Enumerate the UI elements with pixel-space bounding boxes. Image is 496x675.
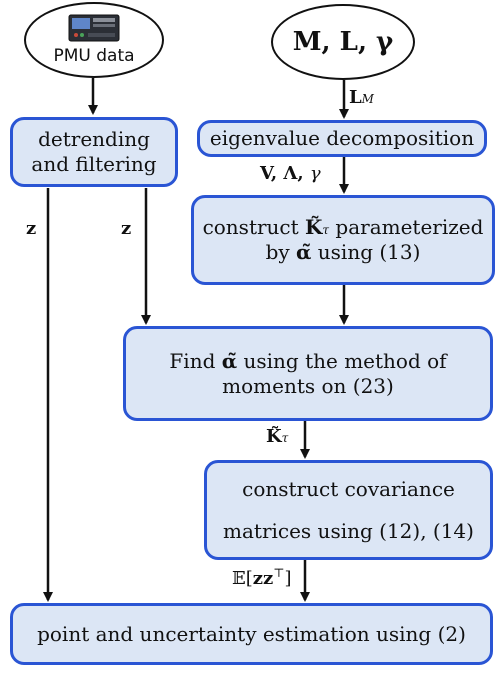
find-alpha-post: using the method of [237,348,447,373]
detrend-line-2: and filtering [31,152,157,176]
find-alpha-pre: Find [169,348,222,373]
pmu-data-node: PMU data [24,2,164,78]
expect-open: 𝔼[ [232,568,253,589]
eigen-decomp-box: eigenvalue decomposition [197,120,487,157]
z-mid-label: z [121,218,132,239]
k-tilde-edge-symbol: K̃ [266,426,282,447]
vlg-edge-label: V, Λ, γ [260,163,321,184]
z-left-label: z [26,218,37,239]
eigen-label: eigenvalue decomposition [209,126,475,150]
l-symbol: L [349,87,362,108]
detrend-line-1: detrending [38,127,150,151]
lm-edge-label: LM [349,87,374,108]
tau-edge-subscript: τ [281,431,289,445]
lambda-symbol: Λ [283,163,298,184]
alpha-tilde-symbol: α̃ [296,240,312,264]
construct-k-line-1: construct K̃τ parameterized [203,215,484,240]
estimation-box: point and uncertainty estimation using (… [10,603,493,665]
construct-k-post: parameterized [329,215,484,239]
alpha-tilde-symbol-2: α̃ [221,348,238,373]
transpose-sup: ⊤ [273,566,285,580]
inputs-node: M, L, γ [271,4,415,80]
gamma-symbol: γ [309,163,321,184]
k-tilde-symbol: K̃ [305,215,323,239]
pmu-device-icon [68,14,120,42]
find-alpha-line-2: moments on (23) [222,373,394,398]
estimation-label: point and uncertainty estimation using (… [37,621,466,646]
v-symbol: V [260,163,271,184]
zz-symbol: zz [252,568,274,589]
pmu-data-label: PMU data [53,46,135,66]
k-tau-edge-label: K̃τ [266,426,288,447]
find-alpha-box: Find α̃ using the method of moments on (… [123,326,493,421]
covariance-line-1: construct covariance [242,477,455,501]
m-subscript: M [361,92,374,106]
detrend-filter-box: detrending and filtering [10,117,178,187]
inputs-label: M, L, γ [292,27,394,57]
find-alpha-line-1: Find α̃ using the method of [169,349,446,374]
expectation-edge-label: 𝔼[zz⊤] [232,566,292,589]
tau-subscript: τ [322,223,330,237]
construct-k-line2-pre: by [265,240,297,264]
expect-close: ] [284,568,292,589]
construct-k-box: construct K̃τ parameterized by α̃ using … [191,195,495,285]
covariance-box: construct covariance matrices using (12)… [204,460,493,560]
construct-k-line-2: by α̃ using (13) [266,240,421,265]
construct-k-pre: construct [202,215,306,239]
covariance-line-2: matrices using (12), (14) [223,519,474,543]
construct-k-line2-post: using (13) [311,240,421,264]
